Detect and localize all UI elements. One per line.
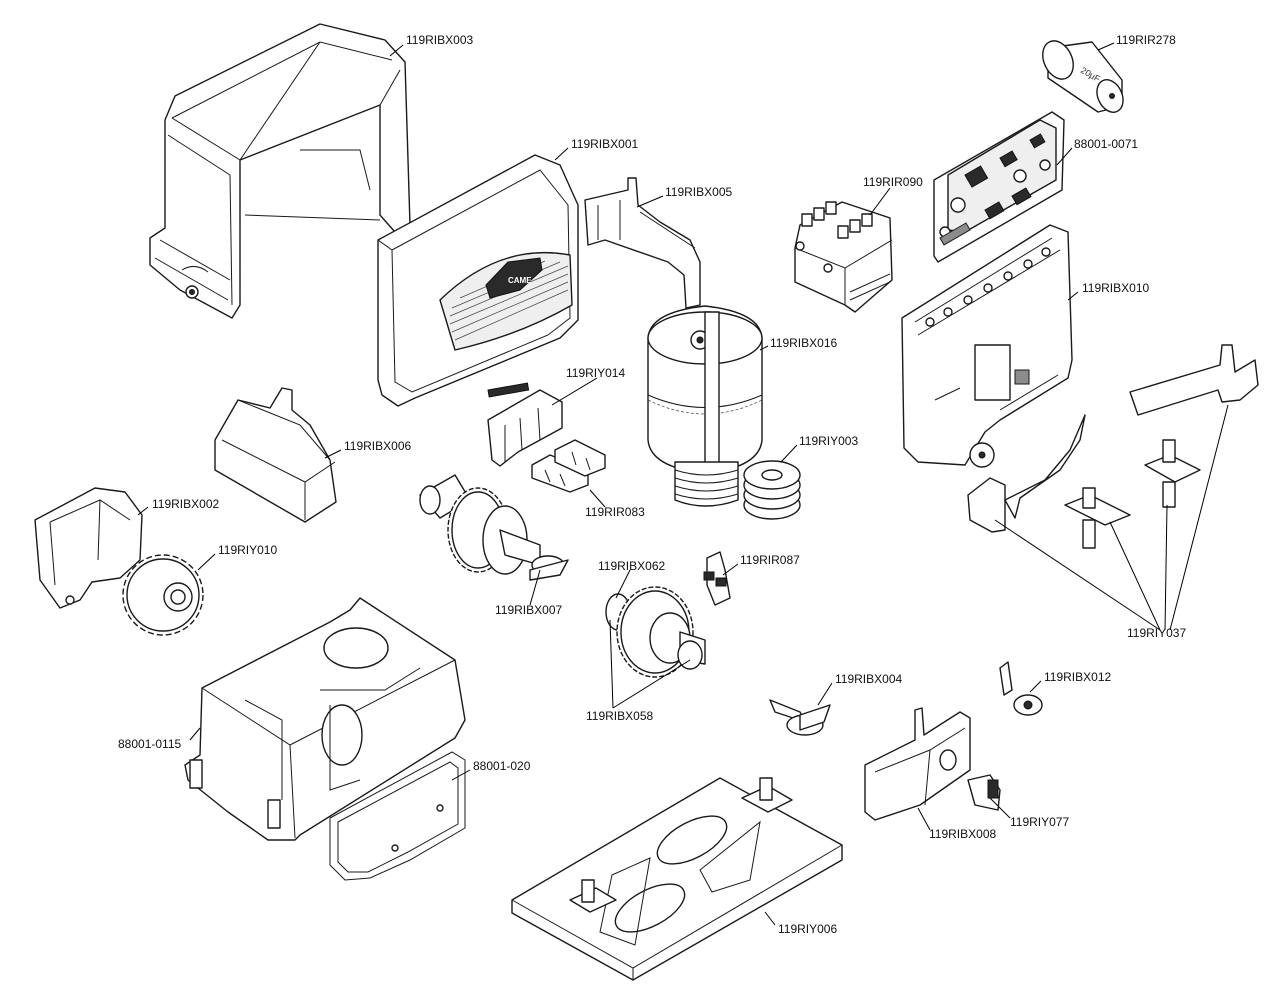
part-key-lock: [999, 661, 1043, 716]
label-119RIBX002: 119RIBX002: [152, 497, 219, 511]
label-119RIY010: 119RIY010: [218, 543, 277, 557]
label-119RIBX008: 119RIBX008: [929, 827, 996, 841]
part-control-board: [933, 111, 1065, 263]
label-119RIR087: 119RIR087: [740, 553, 800, 567]
logo-text: CAME: [508, 276, 532, 285]
label-119RIBX016: 119RIBX016: [770, 336, 837, 350]
label-119RIY037: 119RIY037: [1127, 626, 1186, 640]
label-119RIBX004: 119RIBX004: [835, 672, 902, 686]
part-capacitor: 20μF: [1042, 40, 1124, 113]
label-119RIY003: 119RIY003: [799, 434, 858, 448]
label-119RIBX012: 119RIBX012: [1044, 670, 1111, 684]
label-119RIY006: 119RIY006: [778, 922, 837, 936]
part-gasket: [329, 751, 466, 881]
part-lock-cover: [864, 707, 971, 821]
part-limit-switch: [487, 382, 563, 467]
part-bracket-005: [584, 177, 701, 309]
part-labels: 119RIBX003 119RIR278 119RIBX001 88001-00…: [118, 33, 1186, 936]
part-top-cover: [149, 23, 411, 319]
label-119RIBX006: 119RIBX006: [344, 439, 411, 453]
part-washer-stack: [743, 460, 801, 520]
part-gear-cover: [34, 487, 143, 609]
label-119RIR278: 119RIR278: [1116, 33, 1176, 47]
part-gear-housing: [184, 597, 466, 841]
part-micro-switch: [703, 551, 731, 606]
label-119RIBX005: 119RIBX005: [665, 185, 732, 199]
label-119RIBX001: 119RIBX001: [571, 137, 638, 151]
part-release-knob: [769, 699, 831, 736]
label-119RIY077: 119RIY077: [1010, 815, 1069, 829]
part-connectors: [531, 439, 606, 493]
label-119RIBX010: 119RIBX010: [1082, 281, 1149, 295]
part-screw-set: [967, 344, 1259, 549]
label-88001-0115: 88001-0115: [118, 737, 181, 751]
part-foundation-plate: [511, 777, 843, 981]
part-key: [967, 774, 1001, 811]
label-119RIBX062: 119RIBX062: [598, 559, 665, 573]
part-pinion-gear: [122, 554, 204, 636]
label-88001-0071: 88001-0071: [1074, 137, 1138, 151]
label-119RIBX007: 119RIBX007: [495, 603, 562, 617]
part-gear-assembly: [605, 586, 706, 678]
part-motor: [647, 305, 763, 507]
part-mounting-plate: [901, 224, 1073, 468]
part-front-cover: CAME: [377, 154, 579, 407]
label-119RIR083: 119RIR083: [585, 505, 645, 519]
label-88001-020: 88001-020: [473, 759, 531, 773]
label-119RIBX003: 119RIBX003: [406, 33, 473, 47]
part-transformer: [794, 201, 893, 313]
label-119RIR090: 119RIR090: [863, 175, 923, 189]
part-worm-shaft: [419, 474, 569, 581]
label-119RIY014: 119RIY014: [566, 366, 625, 380]
part-side-cover: [214, 387, 337, 523]
leader-lines: [137, 42, 1229, 926]
label-119RIBX058: 119RIBX058: [586, 709, 653, 723]
